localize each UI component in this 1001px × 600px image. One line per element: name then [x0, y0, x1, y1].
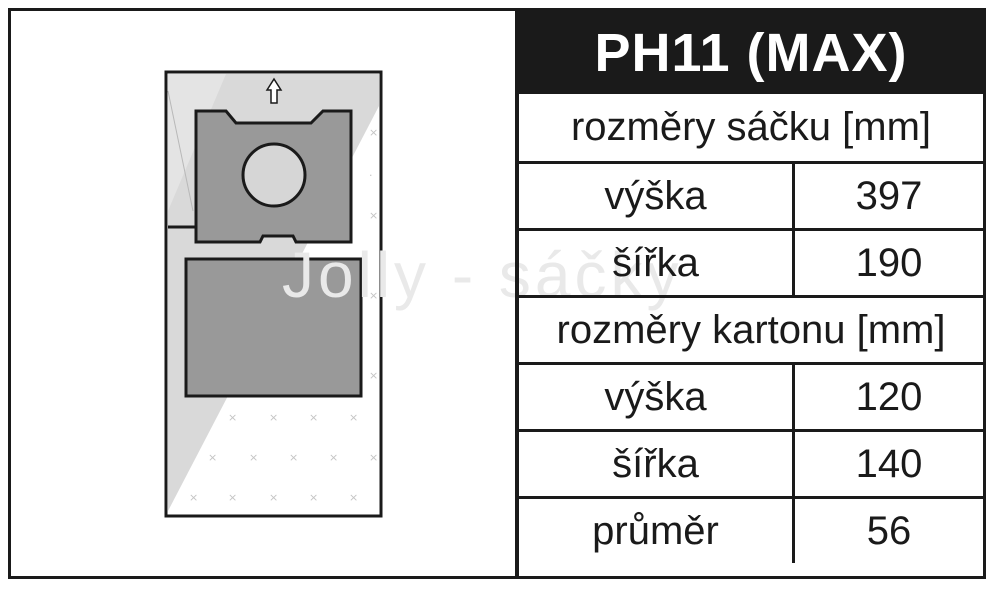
diameter-value: 56 — [866, 508, 912, 553]
svg-text:×: × — [309, 411, 318, 424]
svg-text:×: × — [349, 411, 358, 424]
svg-text:×: × — [269, 411, 278, 424]
bag-dimensions-header: rozměry sáčku [mm] — [570, 105, 932, 149]
bag-height-label: výška — [519, 164, 795, 228]
spec-table: PH11 (MAX) rozměry sáčku [mm] výška 397 … — [519, 11, 983, 576]
bag-diagram-panel: × × × × × × × × × × × × × × × × × × · — [11, 11, 515, 576]
svg-text:×: × — [349, 491, 358, 504]
watermark-text: Jolly - sáčky — [282, 239, 683, 311]
carton-height-value: 120 — [855, 374, 923, 419]
bag-width-row: šířka 190 — [519, 228, 983, 295]
svg-text:×: × — [289, 451, 298, 464]
svg-text:×: × — [369, 126, 378, 139]
svg-text:×: × — [208, 451, 217, 464]
carton-width-label: šířka — [519, 432, 795, 496]
svg-text:×: × — [309, 491, 318, 504]
carton-width-value: 140 — [855, 441, 923, 486]
collar-hole — [241, 142, 307, 208]
model-title: PH11 (MAX) — [519, 11, 983, 94]
carton-height-row: výška 120 — [519, 362, 983, 429]
svg-text:×: × — [228, 411, 237, 424]
lower-panel — [184, 257, 363, 398]
bag-diagram: × × × × × × × × × × × × × × × × × × · — [164, 70, 383, 518]
bag-dimensions-header-row: rozměry sáčku [mm] — [519, 94, 983, 161]
bag-height-value: 397 — [855, 173, 923, 218]
diameter-row: průměr 56 — [519, 496, 983, 563]
carton-height-label: výška — [519, 365, 795, 429]
dot-pattern: × × × × × × × × × × × × × × × × × × · — [189, 126, 378, 504]
fold-line — [167, 90, 194, 212]
arrow-up-icon — [265, 77, 283, 104]
svg-text:·: · — [369, 169, 373, 182]
svg-text:×: × — [369, 209, 378, 222]
carton-dimensions-header-row: rozměry kartonu [mm] — [519, 295, 983, 362]
svg-text:×: × — [369, 369, 378, 382]
bag-height-row: výška 397 — [519, 161, 983, 228]
panel-divider — [515, 8, 519, 579]
diameter-label: průměr — [519, 499, 795, 563]
svg-text:×: × — [189, 491, 198, 504]
carton-dimensions-header: rozměry kartonu [mm] — [556, 307, 946, 352]
svg-text:×: × — [369, 289, 378, 302]
outer-frame — [8, 8, 986, 579]
svg-text:×: × — [329, 451, 338, 464]
svg-text:×: × — [228, 491, 237, 504]
svg-text:×: × — [249, 451, 258, 464]
bag-width-label: šířka — [519, 231, 795, 295]
bag-width-value: 190 — [855, 240, 923, 285]
svg-text:×: × — [369, 451, 378, 464]
svg-text:×: × — [269, 491, 278, 504]
carton-width-row: šířka 140 — [519, 429, 983, 496]
